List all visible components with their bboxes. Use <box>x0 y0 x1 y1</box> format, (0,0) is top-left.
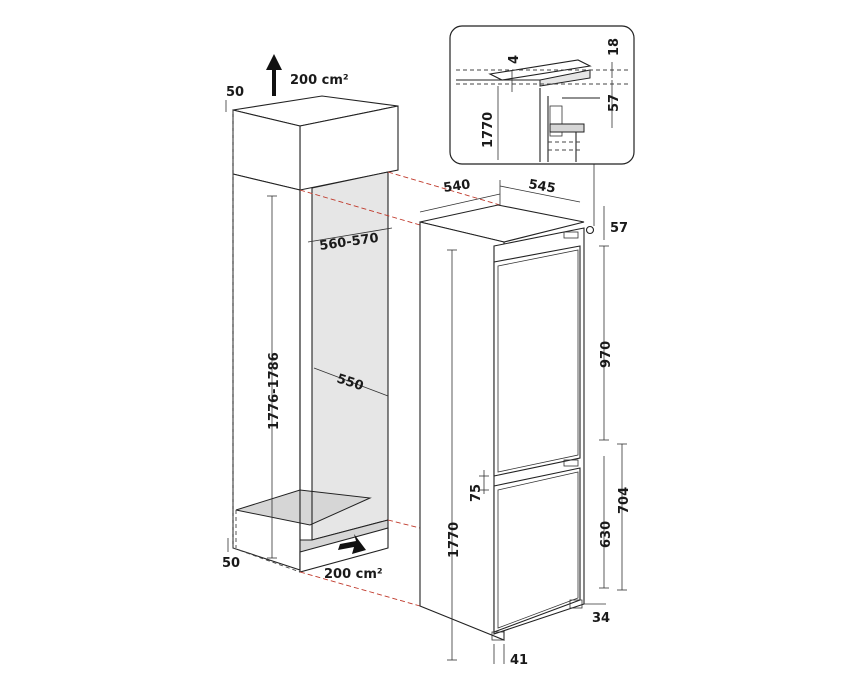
dim-appliance-height-label: 1770 <box>447 522 462 558</box>
dim-niche-height-label: 1776-1786 <box>267 352 282 430</box>
niche-bottom-floor <box>235 489 372 526</box>
detail-inset: 4 18 57 1770 <box>449 25 635 165</box>
red-guide-top-2 <box>387 171 501 206</box>
front-foot <box>491 631 505 641</box>
cabinet-outline-bottom <box>232 547 301 573</box>
dim-width-label: 545 <box>527 177 556 196</box>
dim-niche-depth-line <box>313 367 389 397</box>
dim-top-offset-label: 57 <box>610 221 628 236</box>
detail-57-label: 57 <box>607 94 622 112</box>
red-guide-bottom-1 <box>387 519 421 529</box>
dim-depth-label: 540 <box>442 177 471 196</box>
detail-1770-label: 1770 <box>481 112 496 148</box>
dim-lower-door-label: 630 <box>599 521 614 548</box>
detail-inset-frame <box>449 25 635 165</box>
detail-18-label: 18 <box>607 38 622 56</box>
detail-hinge <box>549 123 585 133</box>
red-guide-top-1 <box>299 189 421 226</box>
appliance <box>419 204 595 641</box>
dim-50-bottom-label: 50 <box>222 556 240 571</box>
detail-marker-icon <box>585 225 595 235</box>
top-hinge <box>563 231 579 239</box>
dim-50-top-label: 50 <box>226 85 244 100</box>
middle-hinge <box>563 459 579 467</box>
vent-top-arrow-icon <box>266 54 282 96</box>
dim-width-line <box>499 185 581 203</box>
red-guide-bottom-2 <box>299 571 421 607</box>
appliance-side <box>419 221 505 641</box>
vent-top-label: 200 cm² <box>290 73 349 88</box>
dim-upper-door-label: 970 <box>599 341 614 368</box>
dim-base-offset-label: 41 <box>510 653 528 668</box>
dim-plinth-label: 34 <box>592 611 610 626</box>
vent-bottom-arrow-icon <box>338 534 366 554</box>
detail-4-label: 4 <box>507 55 522 64</box>
dim-door-gap-label: 75 <box>469 484 484 502</box>
upper-door <box>493 245 581 477</box>
vent-bottom-label: 200 cm² <box>324 567 383 582</box>
niche-back-wall <box>311 171 389 541</box>
dim-lower-total-label: 704 <box>617 487 632 514</box>
cabinet-plinth <box>299 527 389 573</box>
cabinet-niche <box>232 95 501 607</box>
dim-depth-line <box>419 193 501 213</box>
bottom-foot <box>569 599 583 609</box>
dim-niche-width-line <box>307 227 393 243</box>
